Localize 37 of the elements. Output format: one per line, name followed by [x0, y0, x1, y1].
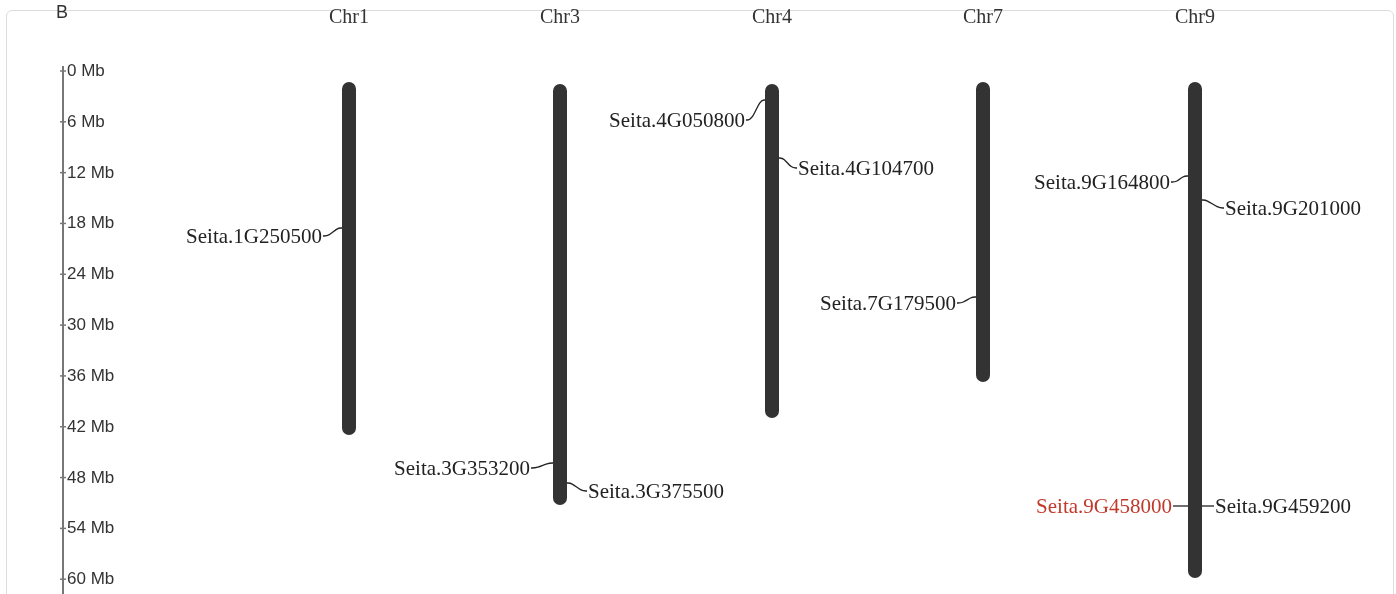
leader-line — [566, 482, 588, 492]
chromosome-label: Chr1 — [328, 5, 370, 28]
gene-label: Seita.3G375500 — [588, 479, 724, 503]
axis-tick-label: 42 Mb — [67, 416, 115, 437]
leader-line — [1172, 505, 1189, 507]
axis-tick-label: 0 Mb — [67, 61, 105, 81]
gene-label: Seita.9G459200 — [1215, 494, 1351, 518]
leader-line — [530, 462, 554, 469]
leader-line — [778, 157, 798, 169]
panel-letter: B — [56, 2, 68, 22]
gene-label: Seita.3G353200 — [394, 456, 530, 480]
leader-line — [1170, 175, 1189, 183]
gene-label: Seita.9G458000 — [1036, 494, 1172, 518]
gene-label: Seita.1G250500 — [186, 224, 322, 248]
axis-tick-label: 12 Mb — [67, 162, 115, 183]
leader-line — [1201, 505, 1215, 507]
leader-line — [956, 296, 977, 304]
gene-label: Seita.4G104700 — [798, 156, 934, 180]
axis-tick-label: 36 Mb — [67, 365, 115, 386]
chromosome-label: Chr3 — [539, 5, 581, 28]
axis-tick-label: 48 Mb — [67, 467, 115, 488]
gene-label: Seita.7G179500 — [820, 291, 956, 315]
chromosome-label: Chr7 — [962, 5, 1004, 28]
axis-tick-label: 18 Mb — [67, 213, 115, 234]
gene-label: Seita.4G050800 — [609, 108, 745, 132]
gene-label: Seita.9G201000 — [1225, 196, 1361, 220]
chromosome-label: Chr9 — [1174, 5, 1216, 28]
leader-line — [745, 99, 766, 121]
gene-label: Seita.9G164800 — [1034, 170, 1170, 194]
leader-line — [322, 227, 343, 237]
axis-tick-label: 6 Mb — [67, 111, 105, 132]
axis-tick-label: 24 Mb — [67, 264, 115, 285]
axis-tick-label: 60 Mb — [67, 569, 115, 590]
axis-tick-label: 54 Mb — [67, 518, 115, 539]
leader-line — [1201, 199, 1225, 209]
axis-tick-label: 30 Mb — [67, 315, 115, 336]
chromosome-label: Chr4 — [751, 5, 793, 28]
